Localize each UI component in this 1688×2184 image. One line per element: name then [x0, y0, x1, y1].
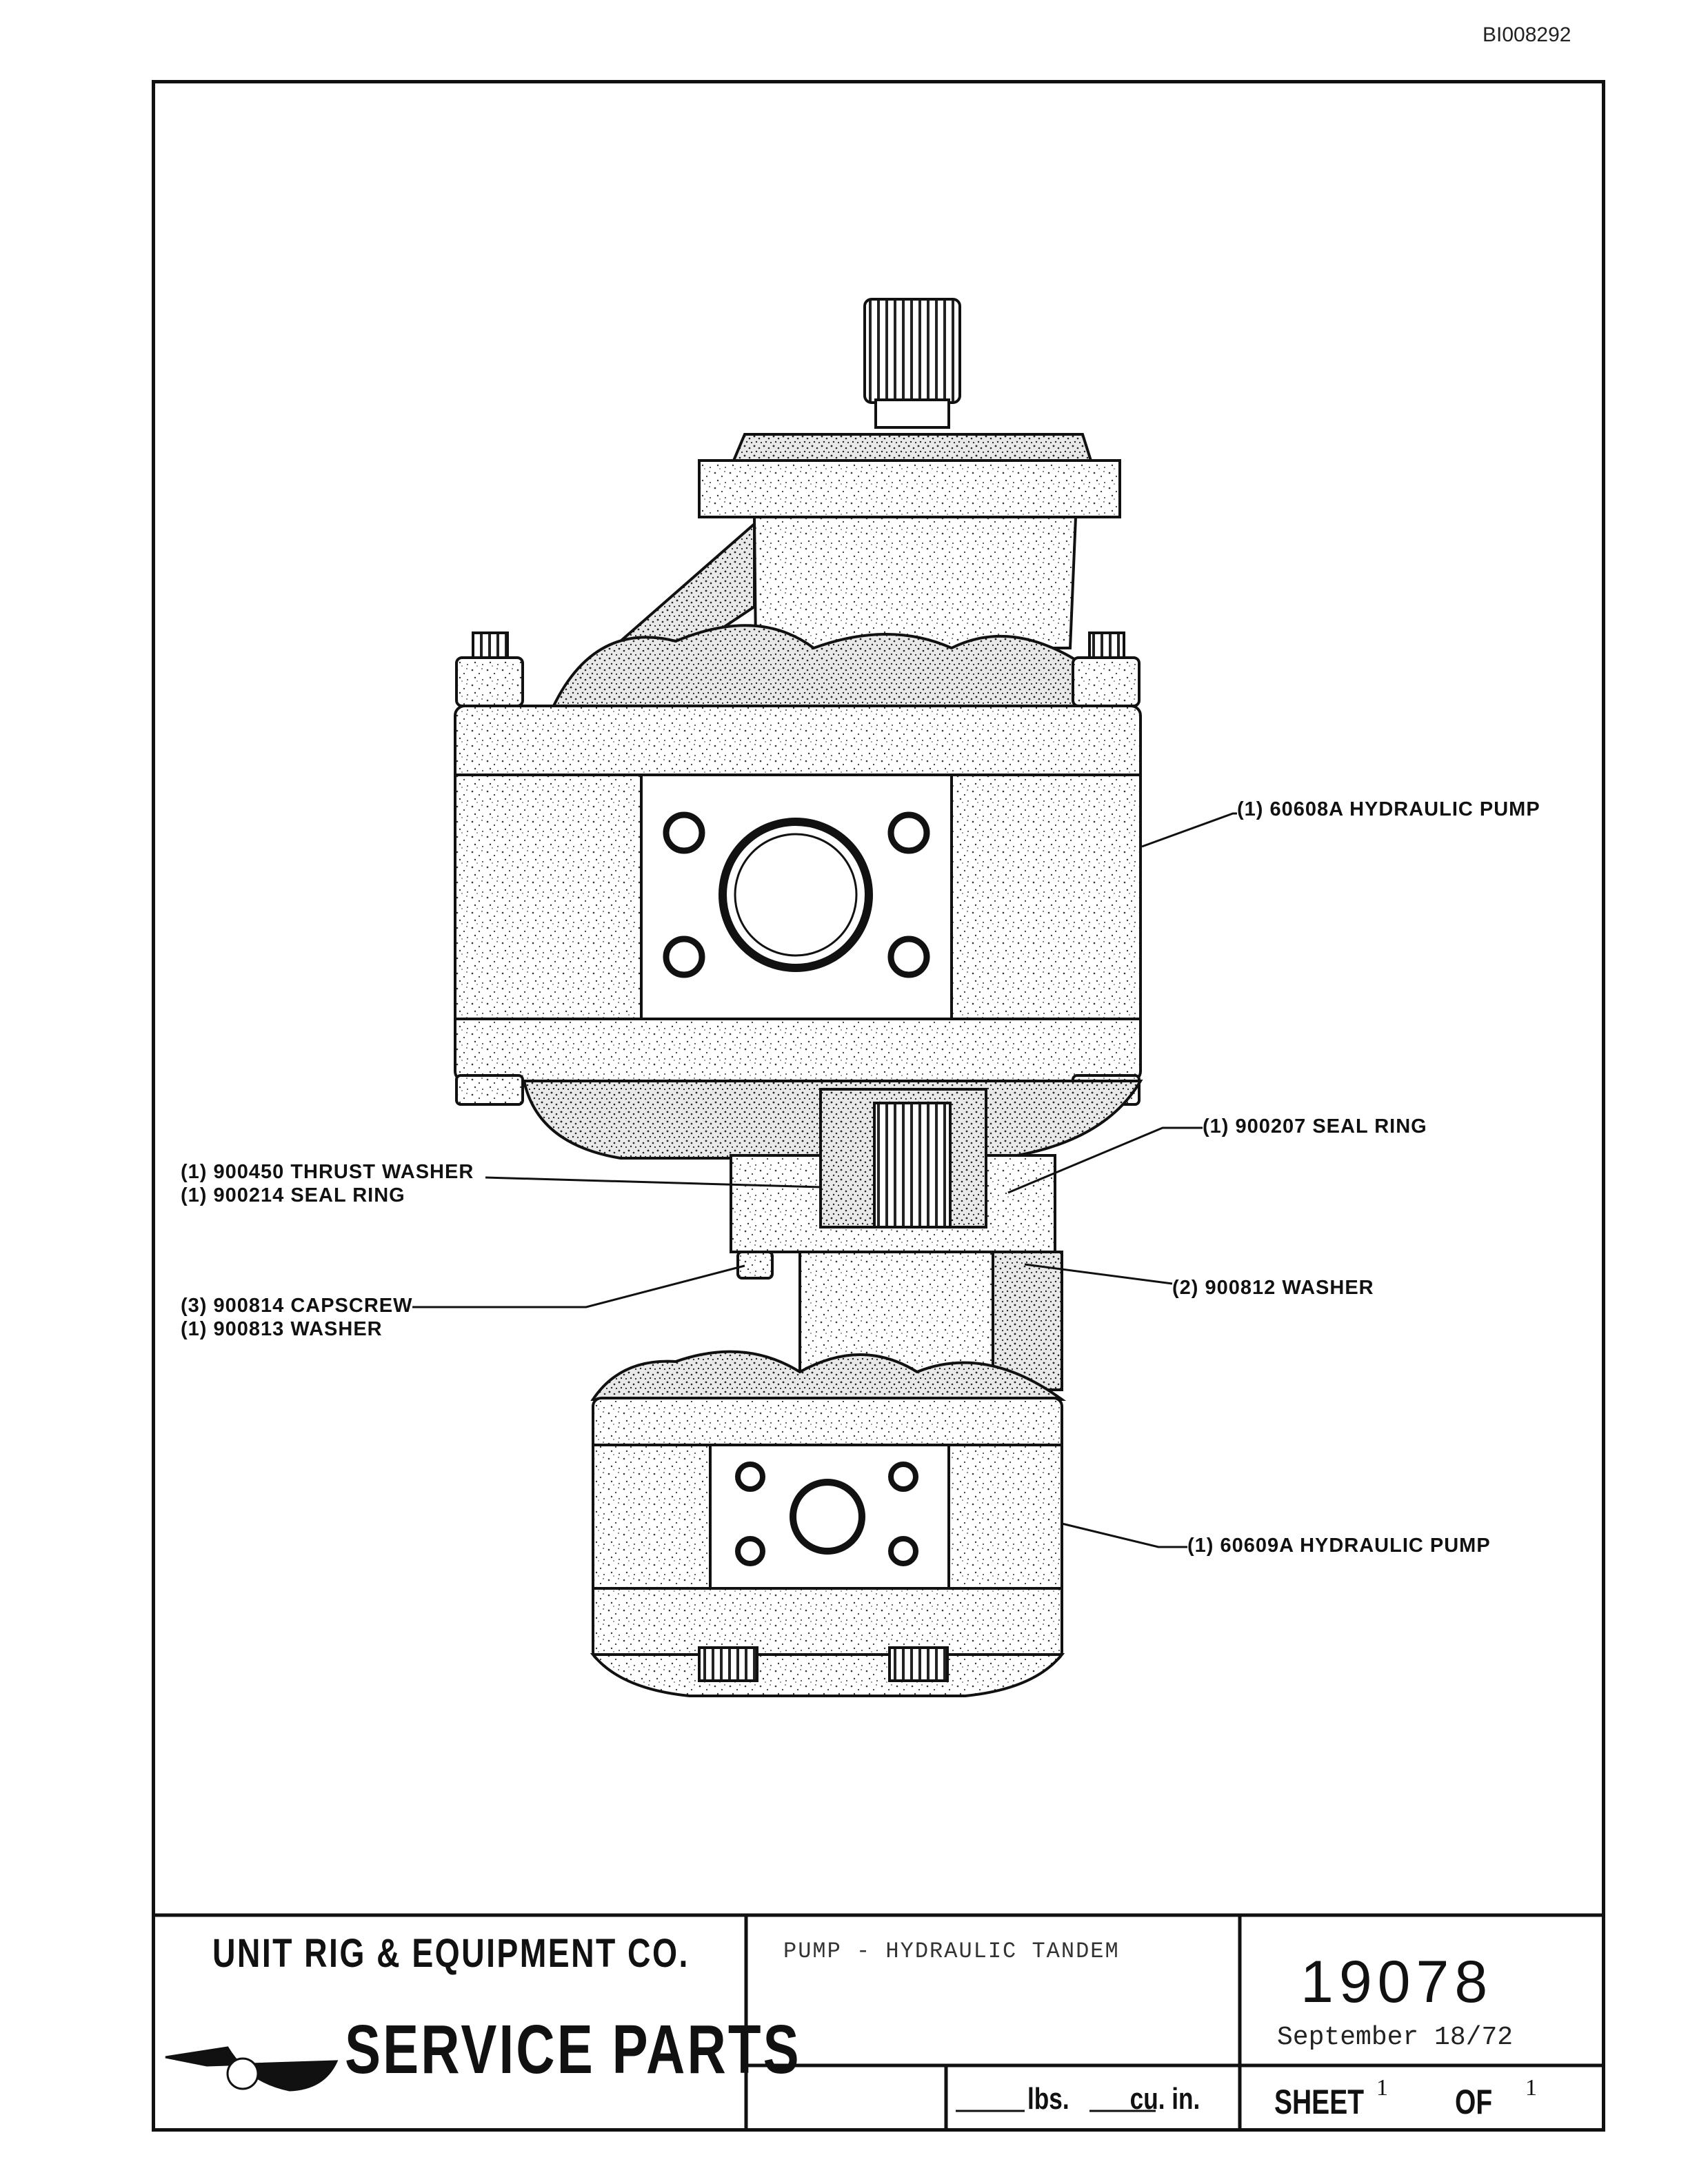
leader-60609a: [1061, 1522, 1187, 1548]
document-id: BI008292: [1483, 23, 1571, 46]
lbs-label: lbs.: [1027, 2082, 1069, 2116]
input-shaft: [863, 298, 961, 404]
nut-bottom-left: [455, 1074, 524, 1106]
drawing-frame: [152, 80, 1605, 2132]
first-bolt-hole-bl: [663, 936, 705, 978]
logo-text: UNIT RIG: [207, 2006, 303, 2040]
leader-60608a: [1141, 812, 1237, 848]
leader-900812: [1024, 1263, 1173, 1285]
sheet-total: 1: [1525, 2075, 1537, 2101]
second-gear-bulge: [590, 1350, 1067, 1401]
leader-900814: [412, 1264, 745, 1308]
drawing-description: PUMP - HYDRAULIC TANDEM: [783, 1939, 1120, 1964]
first-bolt-hole-tr: [887, 811, 930, 854]
second-bolt-hole-tr: [888, 1462, 918, 1492]
first-bolt-hole-tl: [663, 811, 705, 854]
second-pump-bottom: [590, 1653, 1065, 1697]
part-number: 19078: [1300, 1949, 1494, 2015]
callout-60608a: (1) 60608A HYDRAULIC PUMP: [1237, 798, 1540, 820]
sheet-label: SHEET: [1274, 2083, 1365, 2121]
callout-900813: (1) 900813 WASHER: [181, 1318, 383, 1340]
sheet-number: 1: [1376, 2075, 1388, 2101]
of-label: OF: [1455, 2083, 1493, 2121]
mounting-flange: [698, 459, 1121, 518]
first-bolt-hole-br: [887, 936, 930, 978]
weight-volume-field: lbs. cu. in.: [956, 2082, 1200, 2116]
rear-plug-right: [888, 1646, 949, 1682]
callout-900214: (1) 900214 SEAL RING: [181, 1184, 405, 1206]
callout-900207: (1) 900207 SEAL RING: [1203, 1115, 1427, 1138]
service-parts-label: SERVICE PARTS: [345, 2011, 801, 2088]
mounting-flange-teeth: [731, 433, 1093, 462]
second-bolt-hole-bl: [735, 1536, 765, 1566]
front-gear-bulge: [549, 624, 1141, 711]
company-name: UNIT RIG & EQUIPMENT CO.: [212, 1931, 690, 1976]
input-shaft-neck: [874, 398, 950, 429]
first-main-port-inner: [734, 833, 858, 957]
nut-right: [1072, 656, 1141, 707]
drawing-date: September 18/72: [1277, 2023, 1514, 2052]
second-bolt-hole-tl: [735, 1462, 765, 1492]
callout-900812: (2) 900812 WASHER: [1172, 1277, 1374, 1299]
second-main-port: [790, 1479, 865, 1555]
rear-side-block: [992, 1251, 1063, 1391]
leader-900450: [485, 1176, 823, 1189]
front-housing-upper: [752, 516, 1078, 649]
rear-plug-left: [698, 1646, 758, 1682]
capscrew-left: [736, 1251, 774, 1280]
leader-900207: [1007, 1126, 1203, 1194]
unit-rig-logo: [165, 2046, 339, 2092]
cuin-label: cu. in.: [1129, 2082, 1200, 2116]
second-bolt-hole-br: [888, 1536, 918, 1566]
callout-900450: (1) 900450 THRUST WASHER: [181, 1161, 474, 1183]
callout-60609a: (1) 60609A HYDRAULIC PUMP: [1187, 1535, 1491, 1557]
nut-left: [455, 656, 524, 707]
coupling-spline: [873, 1102, 952, 1228]
callout-900814: (3) 900814 CAPSCREW: [181, 1295, 413, 1317]
